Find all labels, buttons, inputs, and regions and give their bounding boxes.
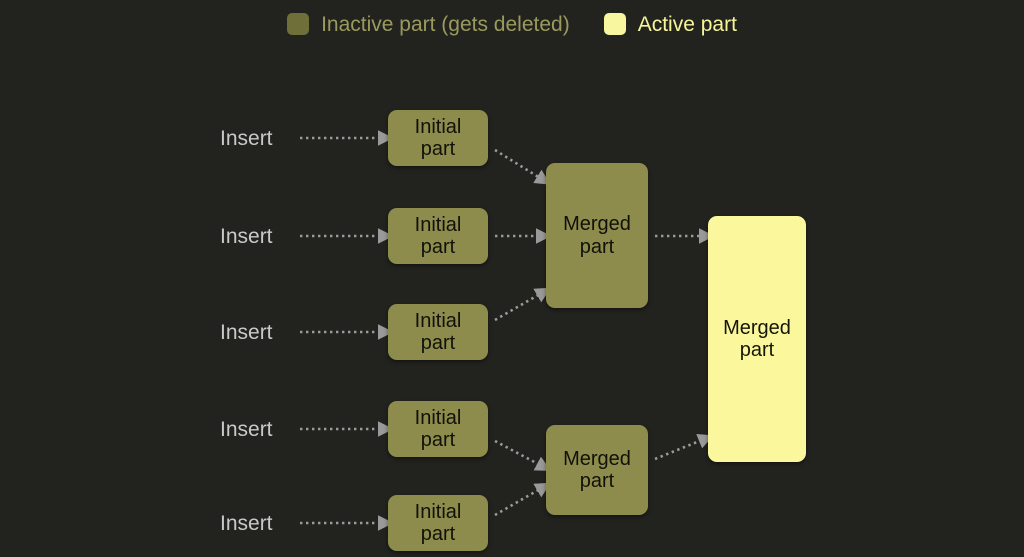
- initial-part-line2: part: [420, 138, 456, 160]
- merged-part-line2: part: [579, 470, 615, 492]
- initial-part-box-2[interactable]: Initial part: [388, 208, 488, 264]
- initial-part-box-1[interactable]: Initial part: [388, 110, 488, 166]
- initial-part-line1: Initial: [414, 115, 462, 138]
- square-swatch-icon: [603, 13, 626, 35]
- legend-label-active: Active part: [637, 12, 737, 36]
- legend-label-inactive: Inactive part (gets deleted): [321, 12, 570, 36]
- merged-part-box-active[interactable]: Merged part: [708, 216, 806, 462]
- arrow-initial-3-to-merged-top: [494, 287, 551, 322]
- insert-label-4: Insert: [220, 418, 273, 441]
- initial-part-box-3[interactable]: Initial part: [388, 304, 488, 360]
- initial-part-box-5[interactable]: Initial part: [388, 495, 488, 551]
- arrow-initial-1-to-merged-top: [494, 148, 551, 185]
- insert-label-3: Insert: [220, 321, 273, 344]
- initial-part-line1: Initial: [414, 406, 462, 429]
- arrow-initial-5-to-merged-bottom: [494, 482, 551, 517]
- initial-part-line2: part: [420, 236, 456, 258]
- arrow-merged-bottom-to-final: [654, 433, 714, 461]
- initial-part-box-4[interactable]: Initial part: [388, 401, 488, 457]
- insert-label-5: Insert: [220, 512, 273, 535]
- arrow-initial-4-to-merged-bottom: [494, 439, 552, 471]
- legend-entry-inactive: Inactive part (gets deleted): [287, 13, 570, 35]
- merged-part-box-bottom[interactable]: Merged part: [546, 425, 648, 515]
- initial-part-line2: part: [420, 332, 456, 354]
- merged-part-box-top[interactable]: Merged part: [546, 163, 648, 308]
- initial-part-line2: part: [420, 523, 456, 545]
- insert-label-2: Insert: [220, 225, 273, 248]
- merged-part-line1: Merged: [563, 213, 631, 236]
- initial-part-line1: Initial: [414, 213, 462, 236]
- merged-part-line1: Merged: [563, 447, 631, 470]
- active-merged-part-line1: Merged: [723, 316, 791, 339]
- legend: Inactive part (gets deleted) Active part: [0, 0, 1024, 48]
- square-swatch-icon: [287, 13, 310, 35]
- initial-part-line1: Initial: [414, 500, 462, 523]
- merged-part-line2: part: [579, 235, 615, 258]
- active-merged-part-line2: part: [739, 339, 775, 361]
- initial-part-line1: Initial: [414, 309, 462, 332]
- initial-part-line2: part: [420, 429, 456, 451]
- legend-entry-active: Active part: [603, 12, 737, 36]
- insert-label-1: Insert: [220, 127, 273, 150]
